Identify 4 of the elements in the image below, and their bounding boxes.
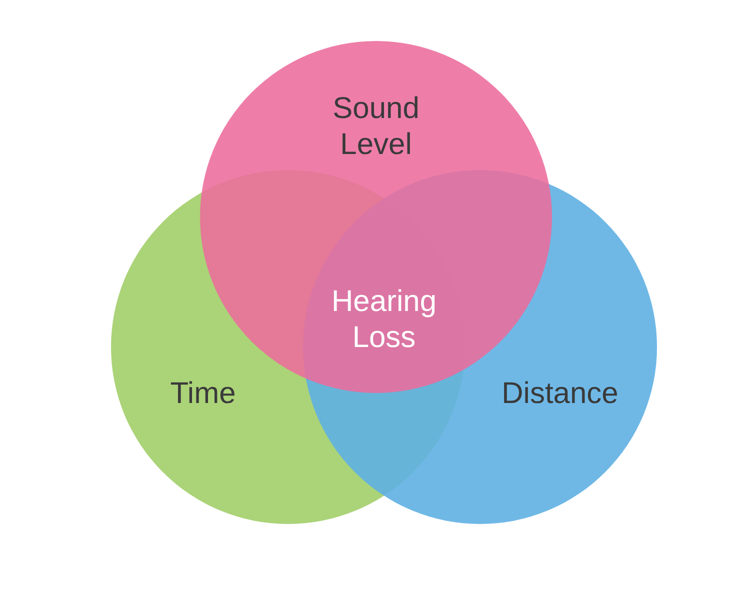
circle-label: Sound Level (332, 91, 420, 163)
overlap-label: Hearing Loss (330, 284, 438, 356)
circle-label: Distance (500, 376, 620, 412)
circle-label: Time (169, 376, 237, 412)
